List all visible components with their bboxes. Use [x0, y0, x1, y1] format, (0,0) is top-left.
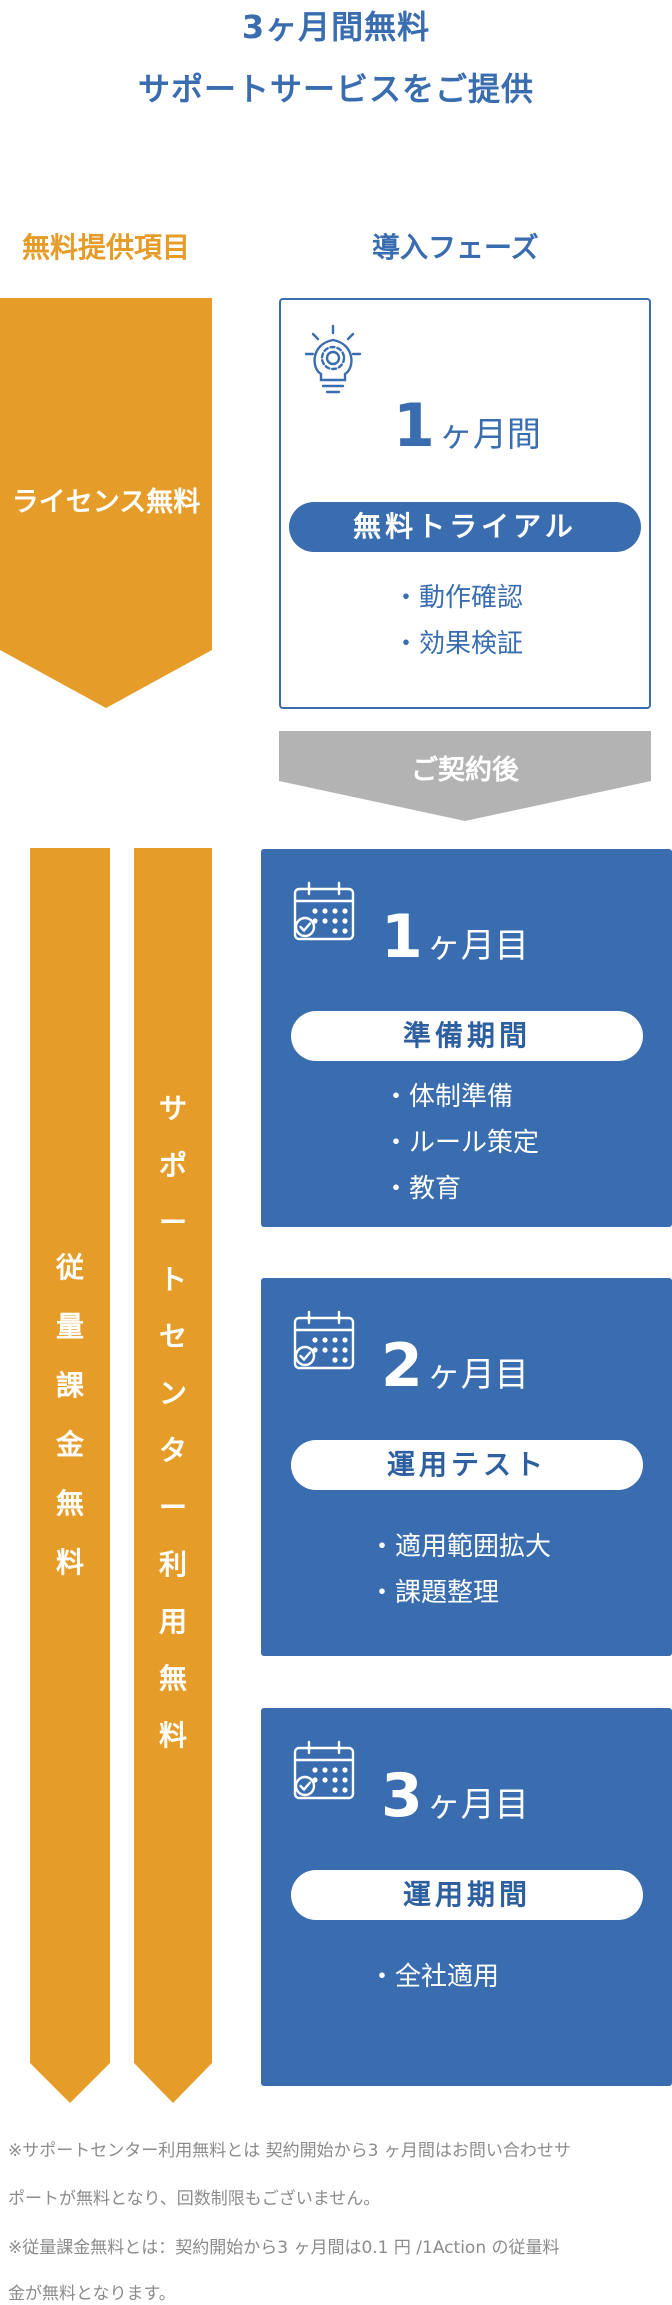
vertical-label-char: 料 [55, 1546, 84, 1579]
vertical-label-char: ー [158, 1206, 187, 1239]
phase-month-unit: ヶ月目 [426, 926, 529, 966]
phase-bullet: ・全社適用 [369, 1962, 500, 1992]
phase-pill: 準備期間 [291, 1011, 643, 1061]
vertical-label-char: ン [158, 1377, 187, 1410]
trial-bullet: ・効果検証 [393, 629, 524, 659]
usage-fee-free-arrow [30, 848, 110, 2103]
phase-month-unit: ヶ月目 [426, 1785, 529, 1825]
trial-bullets: ・動作確認 ・効果検証 [393, 575, 523, 667]
vertical-label-char: ポ [158, 1149, 187, 1182]
vertical-label-char: 従 [55, 1251, 84, 1284]
vertical-label-char: 無 [55, 1487, 84, 1520]
trial-pill: 無料トライアル [289, 502, 641, 552]
vertical-label-char: 金 [55, 1428, 84, 1461]
vertical-label-char: タ [158, 1434, 187, 1467]
support-center-free-label: サポートセンター利用無料 [153, 1080, 193, 1764]
vertical-label-char: 無 [158, 1662, 187, 1695]
vertical-label-char: 用 [158, 1605, 187, 1638]
phase-month-number: 3 [381, 1761, 423, 1831]
phase-bullet: ・体制準備 [383, 1082, 514, 1112]
vertical-label-char: 利 [158, 1548, 187, 1581]
trial-bullet: ・動作確認 [393, 583, 524, 613]
vertical-label-char: 量 [55, 1310, 84, 1343]
license-arrow [0, 298, 212, 708]
footnote-line: 金が無料となります。 [8, 2284, 176, 2304]
phase-bullets: ・適用範囲拡大 ・課題整理 [369, 1524, 551, 1616]
page-title-line2: サポートサービスをご提供 [137, 70, 534, 108]
calendar-check-icon [291, 881, 357, 947]
vertical-label-char: ト [158, 1263, 187, 1296]
phase-bullet: ・ルール策定 [383, 1128, 540, 1158]
contract-arrow [279, 731, 651, 821]
vertical-label-char: 課 [55, 1369, 84, 1402]
vertical-label-char: ー [158, 1491, 187, 1524]
phase-pill: 運用期間 [291, 1870, 643, 1920]
phase-heading: 導入フェーズ [372, 231, 539, 264]
lightbulb-gear-icon [303, 324, 363, 396]
phase-pill: 運用テスト [291, 1440, 643, 1490]
contract-arrow-label: ご契約後 [411, 755, 519, 786]
calendar-check-icon [291, 1740, 357, 1806]
footnote-line: ※サポートセンター利用無料とは 契約開始から3 ヶ月間はお問い合わせサ [8, 2141, 571, 2161]
phase-month-number: 1 [381, 902, 423, 972]
phase-month-number: 2 [381, 1331, 423, 1401]
vertical-label-char: サ [158, 1092, 187, 1125]
calendar-check-icon [291, 1310, 357, 1376]
phase-bullet: ・課題整理 [369, 1578, 500, 1608]
vertical-label-char: 料 [158, 1719, 187, 1752]
vertical-label-char: セ [158, 1320, 187, 1353]
footnote-line: ポートが無料となり、回数制限もございません。 [8, 2189, 381, 2209]
trial-month-unit: ヶ月間 [438, 415, 541, 455]
free-items-heading: 無料提供項目 [22, 231, 191, 264]
license-arrow-label: ライセンス無料 [11, 487, 201, 518]
usage-fee-free-label: 従量課金無料 [50, 1238, 90, 1592]
trial-month-number: 1 [393, 391, 435, 461]
phase-month-unit: ヶ月目 [426, 1355, 529, 1395]
support-center-free-arrow [134, 848, 212, 2103]
footnote-line: ※従量課金無料とは：契約開始から3 ヶ月間は0.1 円 /1Action の従量… [8, 2238, 560, 2258]
phase-bullet: ・教育 [383, 1174, 462, 1204]
phase-bullet: ・適用範囲拡大 [369, 1532, 552, 1562]
page-title-line1: 3ヶ月間無料 [241, 8, 431, 46]
phase-bullets: ・全社適用 [369, 1954, 499, 2000]
phase-bullets: ・体制準備 ・ルール策定 ・教育 [383, 1074, 539, 1212]
